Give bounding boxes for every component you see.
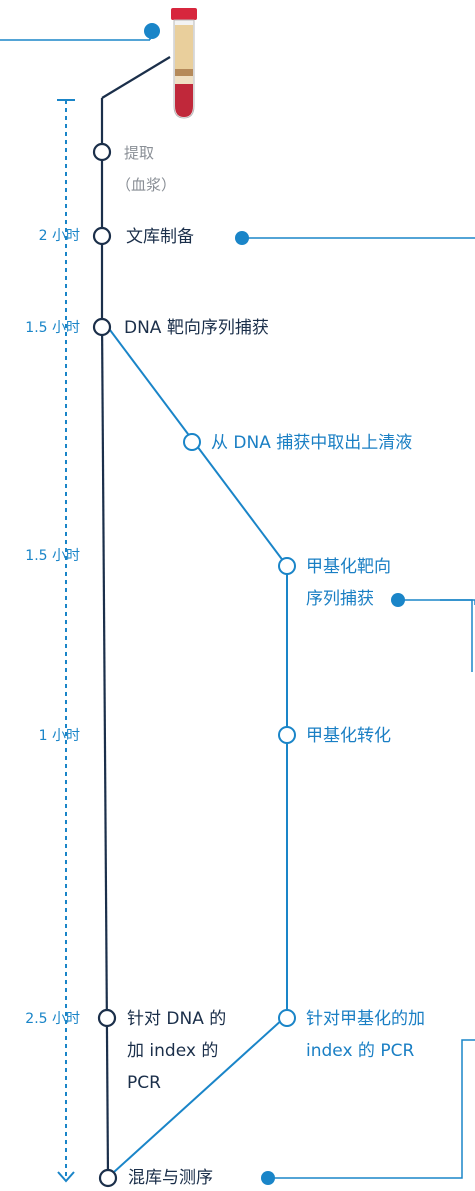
branch-merge-line — [113, 1017, 285, 1173]
time-label-pcr: 2.5 小时 — [25, 1011, 80, 1027]
node-dna-pcr — [97, 1008, 117, 1028]
node-dna-capture — [92, 317, 112, 337]
node-library-prep — [92, 226, 112, 246]
methyl-capture-connector — [398, 599, 475, 605]
step-dna-pcr-line1: 针对 DNA 的 — [127, 1009, 227, 1029]
node-pool-seq — [98, 1168, 118, 1188]
time-label-methyl-conversion: 1 小时 — [38, 728, 80, 744]
timing-axis-arrow — [57, 1171, 75, 1183]
step-supernatant: 从 DNA 捕获中取出上清液 — [211, 433, 413, 453]
time-label-library-prep: 2 小时 — [38, 228, 80, 244]
step-methyl-pcr-line1: 针对甲基化的加 — [306, 1009, 425, 1029]
methyl-capture-bracket — [440, 599, 473, 672]
step-dna-pcr-line3: PCR — [127, 1073, 161, 1093]
step-methyl-capture-line1: 甲基化靶向 — [306, 557, 391, 577]
time-label-methyl-capture: 1.5 小时 — [25, 548, 80, 564]
node-methyl-conversion — [278, 726, 296, 744]
time-label-dna-capture: 1.5 小时 — [25, 320, 80, 336]
step-extraction-line1: 提取 — [124, 144, 155, 162]
step-methyl-conversion: 甲基化转化 — [306, 726, 391, 746]
step-methyl-pcr-line2: index 的 PCR — [306, 1041, 415, 1061]
node-extraction — [92, 142, 112, 162]
tube-to-main-line — [101, 56, 171, 99]
main-line-lower — [100, 319, 110, 1179]
step-extraction-line2: （血浆） — [116, 176, 177, 194]
step-dna-capture: DNA 靶向序列捕获 — [124, 318, 269, 338]
step-pool-seq: 混库与测序 — [128, 1168, 213, 1188]
step-methyl-capture-line2: 序列捕获 — [306, 589, 374, 609]
node-methyl-capture — [278, 557, 296, 575]
top-connector-dot — [144, 23, 160, 39]
node-supernatant — [183, 433, 201, 451]
blood-sample-tube-icon — [171, 8, 197, 119]
step-library-prep: 文库制备 — [126, 227, 194, 247]
step-dna-pcr-line2: 加 index 的 — [127, 1041, 219, 1061]
pool-seq-connector — [268, 1039, 475, 1179]
node-methyl-pcr — [278, 1009, 296, 1027]
